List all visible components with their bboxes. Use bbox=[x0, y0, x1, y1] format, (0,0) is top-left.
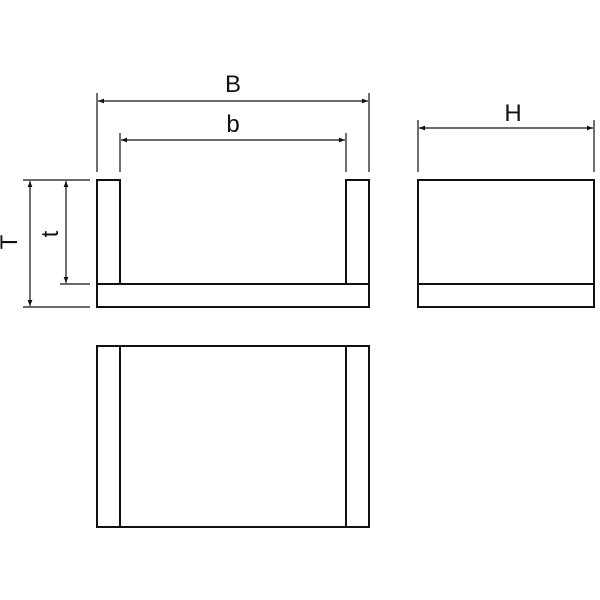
label-B: B bbox=[225, 71, 241, 98]
base-plate bbox=[96, 283, 370, 308]
front-view bbox=[96, 179, 370, 308]
right-post bbox=[345, 179, 370, 285]
dimension-t bbox=[60, 181, 90, 285]
top-body bbox=[96, 345, 370, 528]
side-view bbox=[417, 179, 595, 308]
label-T: T bbox=[0, 234, 23, 249]
dimension-T bbox=[23, 179, 90, 308]
label-t: t bbox=[37, 230, 64, 237]
dimension-B bbox=[96, 93, 370, 172]
label-H: H bbox=[504, 100, 521, 127]
side-body bbox=[417, 179, 595, 308]
top-view bbox=[96, 345, 370, 528]
dimension-H bbox=[417, 120, 595, 172]
dimension-b bbox=[119, 133, 347, 172]
left-post bbox=[96, 179, 121, 285]
label-b: b bbox=[226, 111, 239, 138]
